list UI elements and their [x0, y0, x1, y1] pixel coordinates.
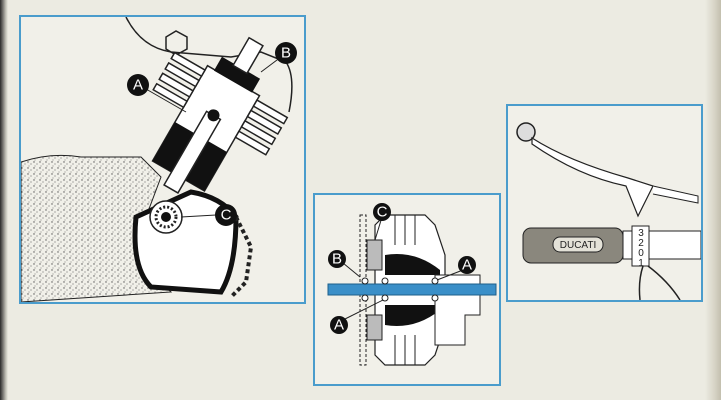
gear-mark-3: 3 — [638, 228, 644, 239]
grip-brand-text: DUCATI — [560, 240, 596, 251]
gear-mark-0: 0 — [638, 248, 644, 259]
gear-mark-1: 1 — [638, 258, 644, 269]
callout-a-label: A — [133, 77, 143, 94]
engine-cutaway-illustration: A B C — [19, 15, 306, 304]
hub-callout-a-right: A — [462, 257, 472, 274]
hub-callout-b: B — [332, 251, 342, 268]
hub-callout-c: C — [377, 204, 388, 221]
axle — [327, 283, 497, 296]
wheel-hub-illustration: C B A A — [313, 193, 501, 386]
hub-callout-a-left: A — [334, 317, 344, 334]
page-binding-shadow — [0, 0, 8, 400]
gear-selector — [631, 225, 650, 267]
gear-mark-2: 2 — [638, 238, 644, 249]
page-edge — [705, 0, 721, 400]
handlebar-grip-illustration: DUCATI 3 2 0 1 — [506, 104, 703, 302]
callout-a — [127, 74, 149, 96]
callout-c-label: C — [221, 207, 232, 224]
callout-b-label: B — [281, 45, 291, 62]
